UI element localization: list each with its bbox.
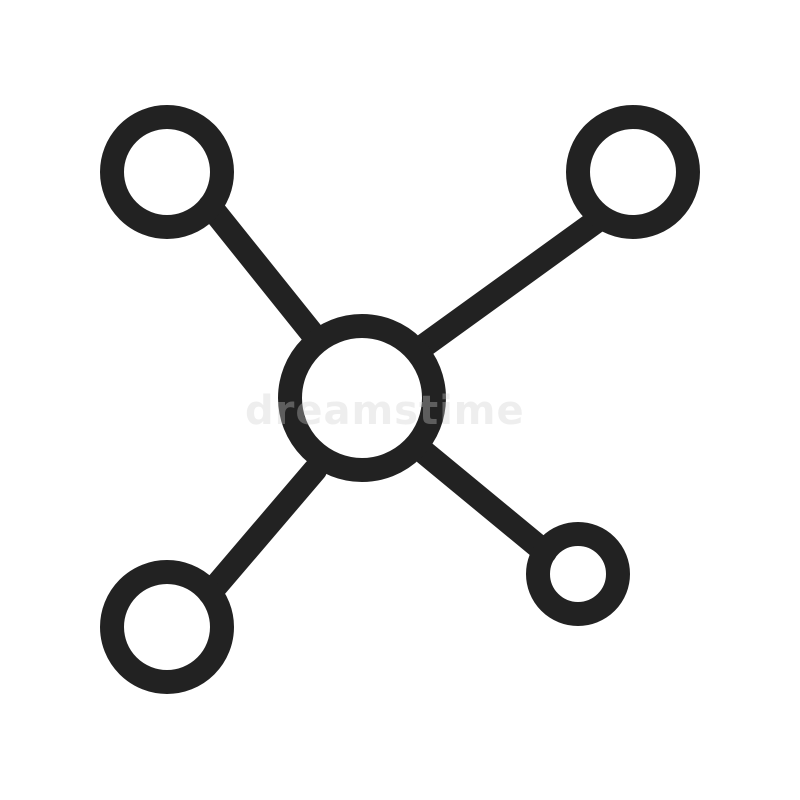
node-top-right (566, 105, 700, 239)
node-top-left (100, 105, 234, 239)
node-bottom-right (526, 522, 630, 626)
node-bottom-left (100, 560, 234, 694)
connector-top-right (413, 208, 610, 357)
connector-bottom-right (413, 441, 557, 564)
connector-top-left (198, 194, 327, 349)
center-node (278, 314, 446, 482)
connector-bottom-left (198, 458, 327, 605)
